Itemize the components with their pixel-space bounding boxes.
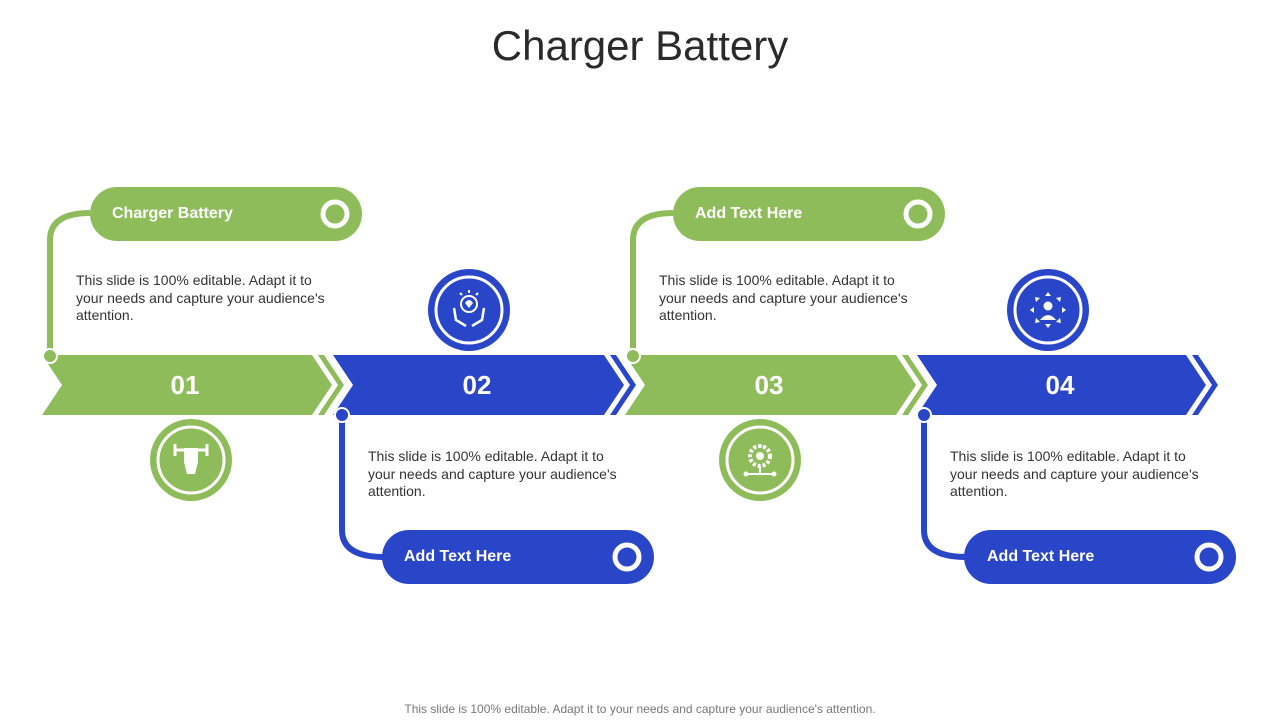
pill-01 bbox=[90, 187, 362, 241]
connector-dot-04 bbox=[916, 407, 932, 423]
page-title: Charger Battery bbox=[491, 22, 789, 69]
step-number-03: 03 bbox=[754, 370, 784, 400]
pill-02 bbox=[382, 530, 654, 584]
connector-04 bbox=[921, 415, 967, 560]
arrow-segment-03 bbox=[625, 355, 916, 415]
arrow-segment-01 bbox=[42, 355, 332, 415]
hands-heart-icon bbox=[428, 269, 510, 351]
pill-ring-icon bbox=[1194, 542, 1224, 572]
step-description-04: This slide is 100% editable. Adapt it to… bbox=[950, 448, 1199, 499]
pill-ring-icon bbox=[320, 199, 350, 229]
dumbbell-hand-icon bbox=[150, 419, 232, 501]
pill-04 bbox=[964, 530, 1236, 584]
step-number-04: 04 bbox=[1045, 370, 1075, 400]
connector-dot-03 bbox=[625, 348, 641, 364]
connector-03 bbox=[630, 210, 674, 356]
step-description-02: This slide is 100% editable. Adapt it to… bbox=[368, 448, 617, 499]
chevron-03 bbox=[902, 355, 928, 415]
arrow-segment-02 bbox=[333, 355, 624, 415]
chevron-02 bbox=[610, 355, 636, 415]
step-description-01: This slide is 100% editable. Adapt it to… bbox=[76, 272, 325, 323]
step-label-03: Add Text Here bbox=[695, 205, 803, 222]
pill-03 bbox=[673, 187, 945, 241]
step-number-02: 02 bbox=[462, 370, 492, 400]
step-label-01: Charger Battery bbox=[112, 205, 233, 222]
connector-dot-01 bbox=[42, 348, 58, 364]
step-label-02: Add Text Here bbox=[404, 548, 512, 565]
gear-network-icon bbox=[719, 419, 801, 501]
pill-ring-icon bbox=[612, 542, 642, 572]
connector-dot-02 bbox=[334, 407, 350, 423]
connector-02 bbox=[339, 415, 385, 560]
chevron-01 bbox=[318, 355, 344, 415]
chevron-04 bbox=[1192, 355, 1218, 415]
step-number-01: 01 bbox=[170, 370, 200, 400]
person-arrows-icon bbox=[1007, 269, 1089, 351]
step-label-04: Add Text Here bbox=[987, 548, 1095, 565]
connector-01 bbox=[47, 210, 91, 356]
footer-note: This slide is 100% editable. Adapt it to… bbox=[404, 702, 876, 716]
step-description-03: This slide is 100% editable. Adapt it to… bbox=[659, 272, 908, 323]
pill-ring-icon bbox=[903, 199, 933, 229]
arrow-segment-04 bbox=[917, 355, 1206, 415]
